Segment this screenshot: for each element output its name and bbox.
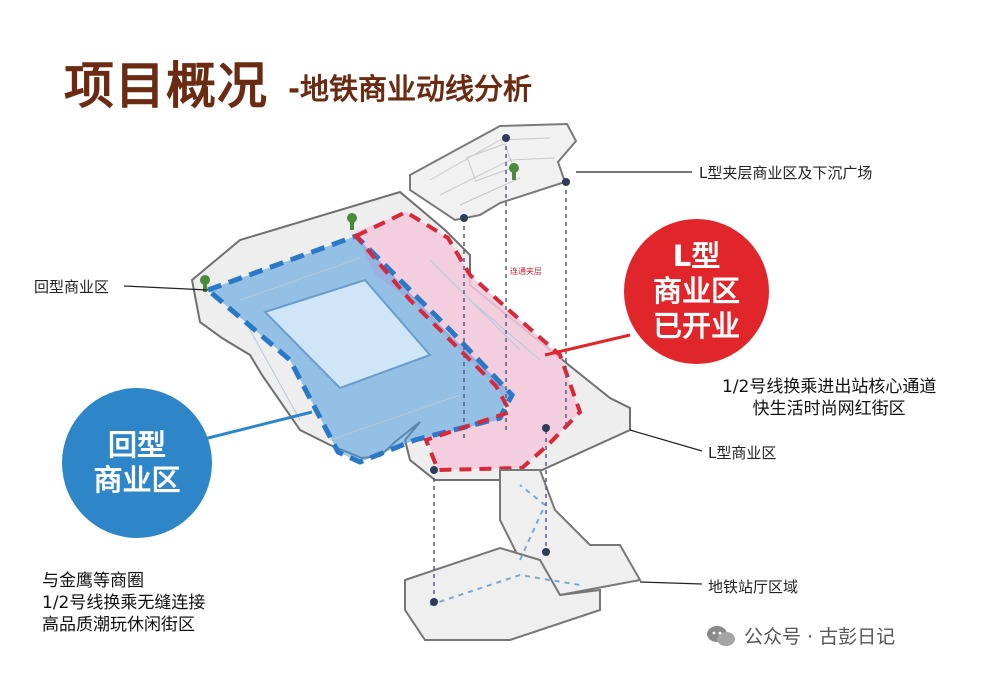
hall-route [429,484,581,606]
atrium [263,278,432,390]
left-note-line-3: 高品质潮玩休闲街区 [42,615,195,635]
right-note-line-2: 快生活时尚网红街区 [752,399,906,419]
station-hall-floor [404,546,601,641]
pin-markers [200,163,519,292]
hui-type-line-1: 回型 [107,428,166,463]
node-dots [430,134,570,606]
l-open-leader [544,333,631,357]
l-open-line-1: L型 [672,239,721,274]
link-mezzanine-label: 连通夹层 [510,267,542,276]
mezzanine-floor [409,122,578,222]
hui-type-line-2: 商业区 [93,463,181,497]
leader-lines [123,171,703,585]
page-title: 项目概况 [64,57,268,115]
left-note-line-1: 与金鹰等商圈 [42,571,144,591]
l-open-line-3: 已开业 [652,308,740,343]
station-hall-label: 地铁站厅区域 [708,578,799,596]
right-note: 1/2号线换乘进出站核心通道 快生活时尚网红街区 [722,376,936,420]
left-note: 与金鹰等商圈 1/2号线换乘无缝连接 高品质潮玩休闲街区 [42,570,205,636]
l-open-callout: L型 商业区 已开业 [624,219,769,364]
hui-type-callout: 回型 商业区 [62,388,212,538]
l-open-line-2: 商业区 [652,274,740,309]
l-zone-outline [352,209,583,473]
mezzanine-detail [429,137,556,206]
hui-leader [199,410,313,442]
hui-zone-outline [203,233,516,465]
left-note-line-2: 1/2号线换乘无缝连接 [42,593,206,613]
hui-zone-label: 回型商业区 [34,278,110,296]
watermark: 公众号 · 古彭日记 [706,622,895,649]
watermark-text: 公众号 · 古彭日记 [744,626,896,648]
vertical-connectors [433,138,567,605]
wechat-icon [707,625,735,646]
page-subtitle: -地铁商业动线分析 [288,72,533,106]
right-note-line-1: 1/2号线换乘进出站核心通道 [722,377,937,397]
main-floor-detail [239,257,541,441]
l-zone-label: L型商业区 [708,444,777,462]
l-zone-fill [355,212,580,470]
l-mezzanine-label: L型夹层商业区及下沉广场 [699,164,873,182]
